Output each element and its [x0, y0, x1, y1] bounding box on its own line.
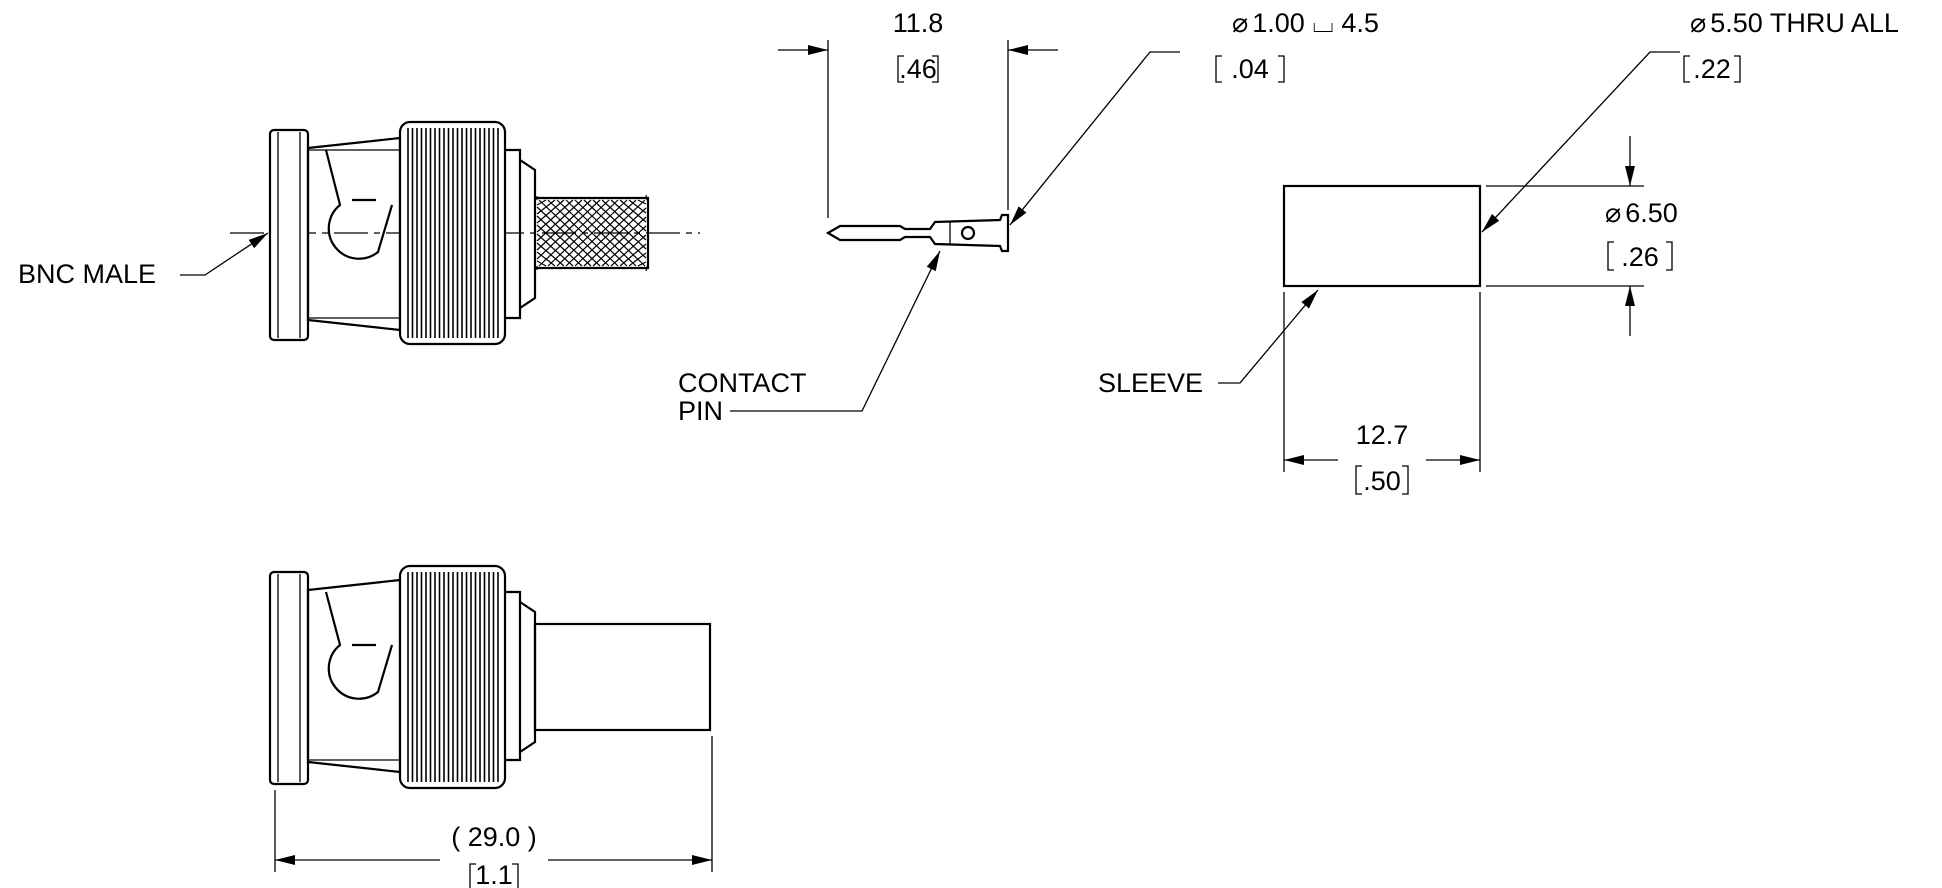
hatch-line [592, 199, 647, 250]
sleeve-bore-text: 5.50 THRU ALL [1710, 8, 1899, 38]
hatch-line [536, 199, 592, 251]
hatch-line [538, 199, 610, 267]
hatch-line [637, 261, 647, 267]
knurl-lines [407, 572, 499, 782]
hatch-line [536, 199, 601, 260]
sleeve-bore-leader [1481, 51, 1680, 233]
hatch-line [536, 199, 583, 242]
bayonet-body [306, 136, 402, 332]
bnc-male-leader [180, 232, 269, 276]
hatch-line [619, 243, 647, 267]
hatch-line [592, 216, 647, 267]
bracket [1355, 465, 1409, 495]
contact-pin-label-2: PIN [678, 396, 723, 426]
hatch-line [645, 265, 648, 272]
sleeve-od-text: 6.50 [1625, 198, 1678, 228]
hatch-line [536, 206, 601, 267]
bayonet-flange [268, 570, 310, 786]
assembled-view: ( 29.0 ) 1.1 [268, 564, 713, 888]
bayonet-slot [324, 591, 394, 700]
sleeve-od-mm: ⌀6.50 [1605, 198, 1678, 228]
hatch-line [536, 215, 592, 267]
pin-length-in: .46 [899, 54, 937, 84]
diameter-symbol: ⌀ [1690, 8, 1706, 38]
sleeve-bore-in: .22 [1693, 54, 1731, 84]
contact-pin-leader [730, 250, 941, 412]
bracket [1215, 55, 1285, 83]
bnc-male-label: BNC MALE [18, 259, 156, 289]
pin-hole-callout: ⌀1.00 ⌴ 4.5 [1232, 8, 1379, 38]
sleeve-od-in: .26 [1621, 242, 1659, 272]
bayonet-slot [324, 149, 394, 260]
hatch-line [565, 199, 637, 267]
bnc-male-view [230, 120, 700, 346]
sleeve-bore-callout: ⌀5.50 THRU ALL [1690, 8, 1899, 38]
pin-hole-text: 1.00 ⌴ 4.5 [1252, 8, 1379, 38]
hatch-line [536, 233, 574, 267]
hatch-line [536, 199, 574, 233]
hatch-line [610, 199, 647, 232]
contact-pin-label-1: CONTACT [678, 368, 807, 398]
sleeve-label: SLEEVE [1098, 368, 1203, 398]
knurl-lines [407, 128, 499, 338]
hatch-line [536, 224, 583, 267]
hatch-line [610, 234, 647, 267]
bracket [897, 55, 939, 83]
bayonet-body [306, 578, 402, 774]
contact-pin [825, 213, 1010, 253]
contact-pin-view: 11.8 .46 ⌀1.00 ⌴ 4.5 .04 CONTACT PIN [678, 8, 1379, 426]
bracket [1607, 241, 1673, 271]
pin-cross-hole [960, 225, 976, 241]
bracket [469, 863, 519, 888]
hatch-line [628, 252, 647, 267]
sleeve-body [1282, 184, 1482, 288]
pin-length-mm: 11.8 [893, 8, 944, 38]
crimp-sleeve [533, 622, 712, 732]
sleeve-view: ⌀5.50 THRU ALL .22 ⌀6.50 .26 12.7 .50 SL… [1098, 8, 1899, 496]
diameter-symbol: ⌀ [1232, 8, 1248, 38]
sleeve-leader [1218, 289, 1319, 384]
bnc-male-callout: BNC MALE [18, 232, 269, 289]
rear-body [505, 148, 522, 320]
crimp-ferrule [535, 196, 650, 270]
bracket [1683, 55, 1741, 83]
hatch-line [628, 199, 647, 214]
pin-hole-in: .04 [1231, 54, 1269, 84]
bayonet-flange [268, 128, 310, 342]
sleeve-length-mm: 12.7 [1356, 420, 1409, 450]
pin-hole-leader [1009, 51, 1180, 226]
hatch-line [556, 199, 628, 267]
hatch-line [619, 199, 647, 223]
diameter-symbol: ⌀ [1605, 198, 1621, 228]
overall-length-mm: ( 29.0 ) [451, 822, 537, 852]
hatch-line [583, 207, 647, 267]
crimp-knurl-hatch [536, 194, 648, 272]
hatch-line [645, 194, 648, 201]
sleeve-length-in: .50 [1363, 466, 1401, 496]
overall-length-in: 1.1 [475, 860, 513, 888]
hatch-line [637, 199, 647, 205]
hatch-line [583, 199, 647, 259]
hatch-line [601, 225, 647, 267]
hatch-line [547, 199, 619, 267]
